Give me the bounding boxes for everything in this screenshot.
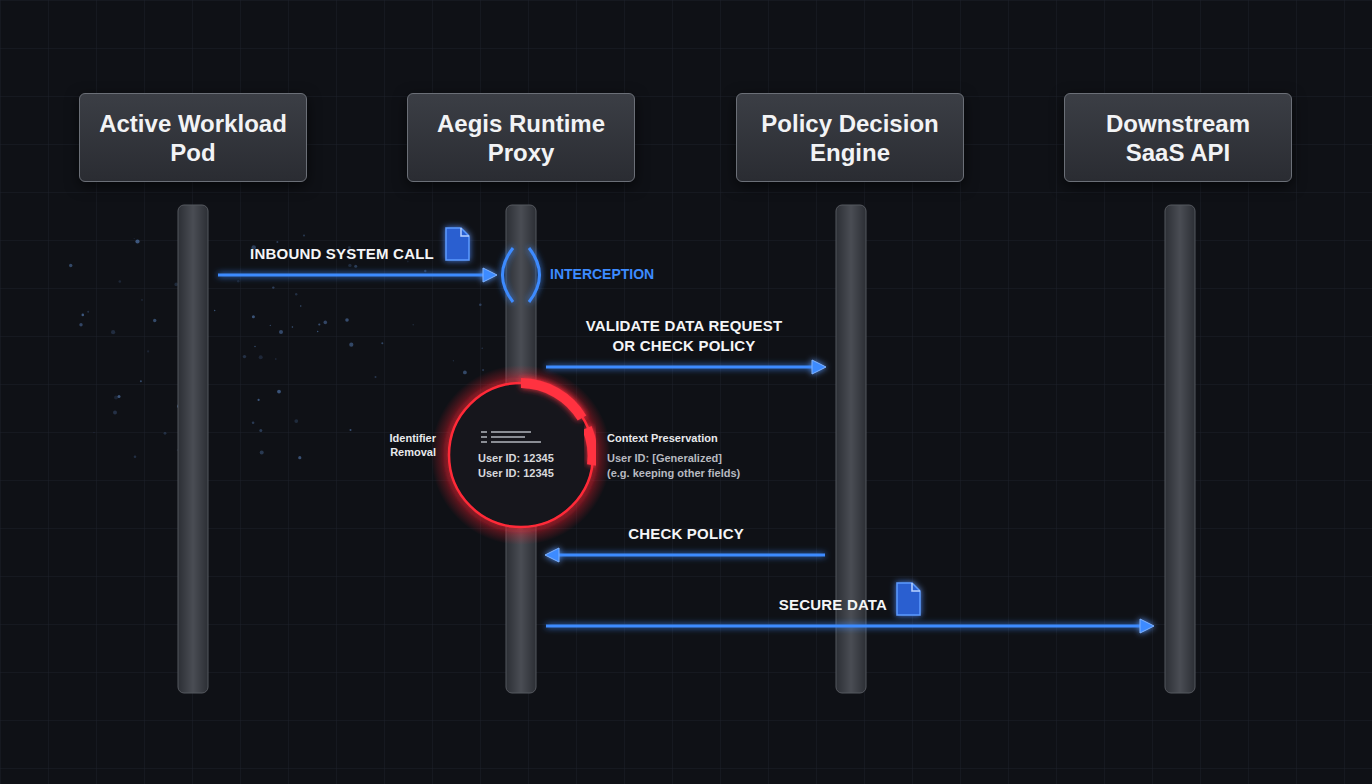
particle — [114, 396, 118, 400]
interception-label: INTERCEPTION — [550, 266, 654, 283]
particle — [69, 264, 72, 267]
particle — [482, 369, 484, 371]
particle — [348, 264, 351, 267]
particle — [424, 270, 426, 272]
particle — [111, 330, 115, 334]
callout-label: Identifier Removal — [356, 431, 436, 459]
particle — [272, 286, 274, 288]
message-arrow — [546, 360, 826, 374]
particle — [134, 238, 135, 239]
particle — [453, 360, 454, 361]
message-arrow — [218, 268, 497, 282]
particle — [164, 432, 167, 435]
particle — [119, 280, 122, 283]
particle — [294, 419, 298, 423]
particle — [317, 331, 318, 332]
callout-label: Context Preservation — [607, 431, 718, 445]
particle — [279, 330, 283, 334]
particle — [259, 429, 262, 432]
participant-name: Aegis Runtime Proxy — [421, 109, 621, 167]
participant-box: Aegis Runtime Proxy — [407, 93, 635, 182]
particle — [87, 311, 89, 313]
participant-name: Downstream SaaS API — [1078, 109, 1278, 167]
particle — [259, 355, 263, 359]
particle — [318, 323, 320, 325]
particle — [93, 432, 94, 433]
particle — [82, 314, 85, 317]
data-field: User ID: 12345 — [478, 466, 554, 480]
particle — [479, 303, 482, 306]
particle — [147, 350, 149, 352]
particle — [413, 324, 414, 325]
note-text: (e.g. keeping other fields) — [607, 466, 740, 480]
particle — [258, 399, 260, 401]
message-label: CHECK POLICY — [586, 524, 786, 544]
particle — [135, 239, 139, 243]
particle — [252, 422, 255, 425]
participant-box: Active Workload Pod — [79, 93, 307, 182]
particle — [354, 265, 357, 268]
particle — [79, 323, 82, 326]
particle — [243, 355, 246, 358]
particle — [292, 326, 294, 328]
particle — [300, 305, 302, 307]
particle — [324, 321, 328, 325]
participant-name: Policy Decision Engine — [750, 109, 950, 167]
particle — [349, 343, 353, 347]
particle — [375, 376, 377, 378]
message-label: VALIDATE DATA REQUEST OR CHECK POLICY — [577, 316, 792, 356]
particle — [482, 348, 483, 349]
participant-name: Active Workload Pod — [93, 109, 293, 167]
particle — [174, 283, 178, 287]
particle — [153, 319, 156, 322]
message-label: SECURE DATA — [733, 595, 933, 615]
particle — [214, 310, 215, 311]
particle — [260, 450, 264, 454]
particle — [295, 293, 297, 295]
data-field: User ID: [Generalized] — [607, 451, 722, 465]
message-arrow — [546, 619, 1154, 633]
particle — [118, 395, 121, 398]
particle — [345, 318, 349, 322]
particle — [113, 410, 117, 414]
data-field: User ID: 12345 — [478, 451, 554, 465]
particle — [134, 455, 137, 458]
participant-box: Policy Decision Engine — [736, 93, 964, 182]
particle — [254, 346, 255, 347]
participant-box: Downstream SaaS API — [1064, 93, 1292, 182]
particle — [350, 429, 352, 431]
particle — [141, 299, 142, 300]
message-arrow — [545, 548, 825, 562]
message-label: INBOUND SYSTEM CALL — [212, 244, 472, 264]
particle — [303, 234, 305, 236]
particle — [252, 315, 255, 318]
particle — [298, 456, 301, 459]
particle — [275, 358, 277, 360]
particle — [463, 371, 467, 375]
particle — [140, 380, 142, 382]
particle — [381, 342, 383, 344]
particle — [270, 325, 271, 326]
particle — [237, 280, 239, 282]
particle — [276, 241, 278, 243]
particle — [277, 390, 281, 394]
